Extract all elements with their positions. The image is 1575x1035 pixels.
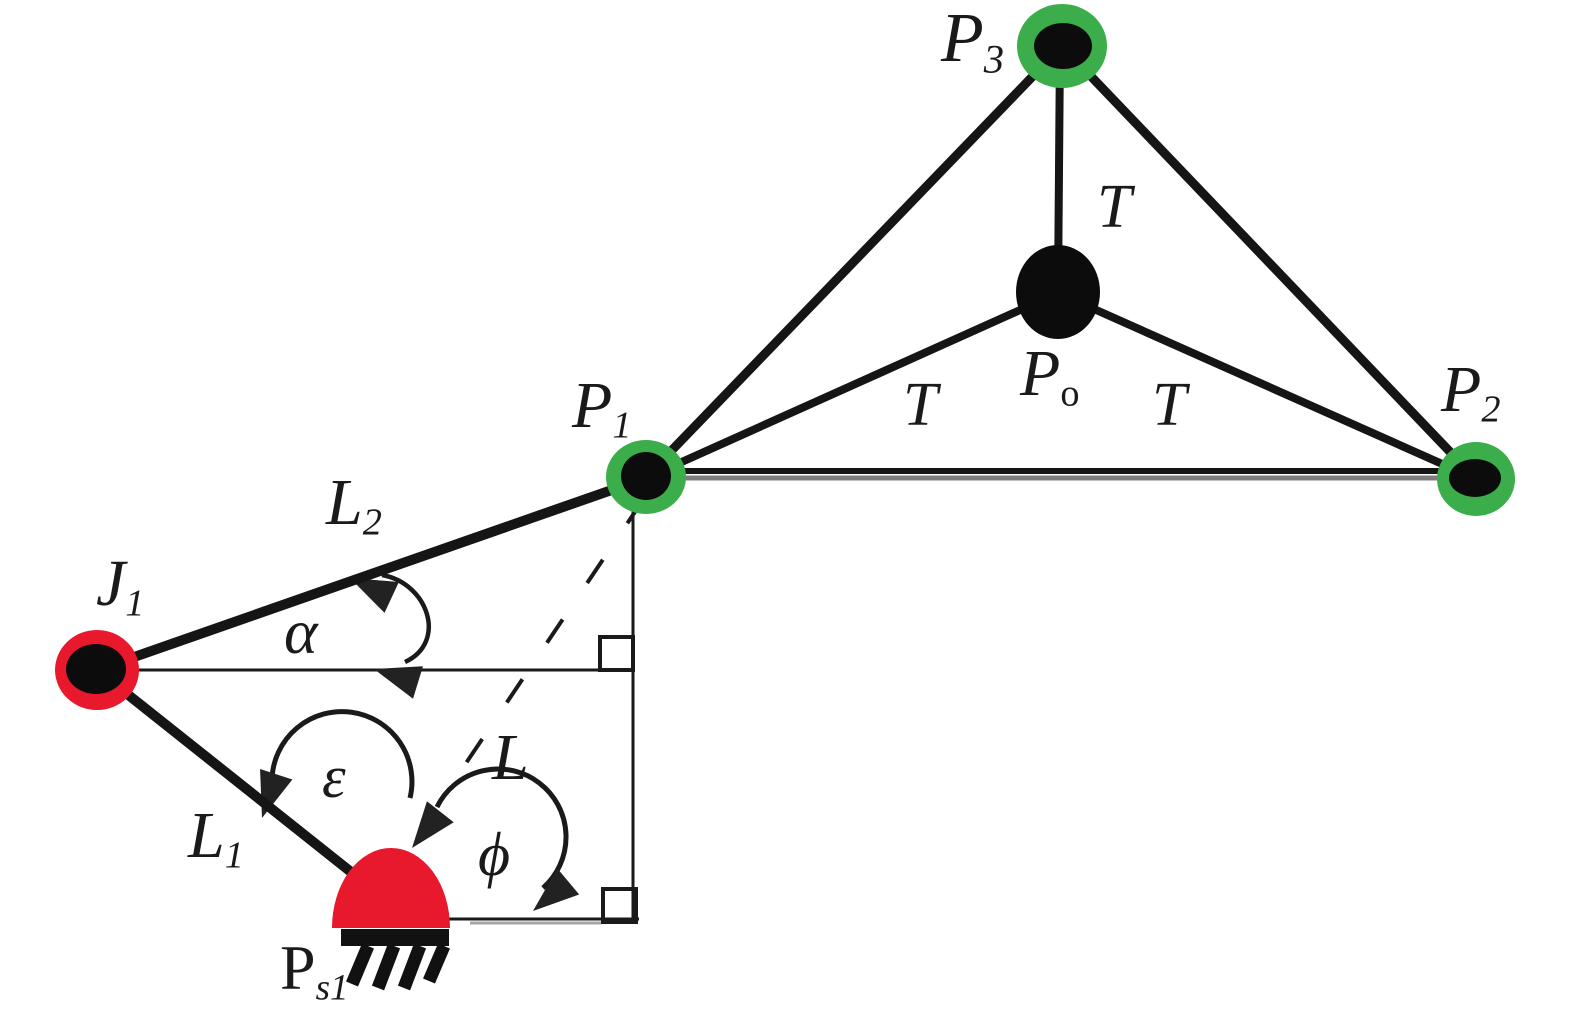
label-l1-sub: 1 [224, 834, 244, 877]
node-po [1016, 245, 1100, 339]
strut-po-p2 [1056, 289, 1478, 483]
label-p3-sub: 3 [983, 36, 1005, 82]
label-epsilon: ε [322, 747, 346, 807]
label-phi-main: ϕ [478, 821, 511, 889]
node-p1 [606, 440, 686, 514]
node-p3 [1017, 4, 1107, 88]
label-l2: L2 [326, 470, 382, 542]
label-p2-sub: 2 [1481, 388, 1501, 431]
label-t-top: T [1097, 176, 1131, 238]
node-j1 [55, 630, 139, 710]
node-ps1-ground [332, 848, 450, 991]
link-p1-p2 [652, 468, 1470, 481]
link-p3-p1 [642, 42, 1066, 481]
epsilon-angle-arc [269, 709, 415, 799]
right-angle-marker-lower [601, 887, 638, 924]
node-p2 [1437, 442, 1515, 516]
strut-po-p1 [644, 289, 1060, 482]
label-po-sub: o [1060, 372, 1080, 415]
label-ps1-sub: s1 [315, 967, 349, 1009]
label-l2-sub: 2 [362, 501, 382, 544]
phi-arrow-icon [533, 868, 580, 911]
epsilon-arrow-right-icon [412, 801, 454, 848]
label-t-left-main: T [903, 371, 938, 439]
link-l2-j1-p1 [95, 473, 648, 675]
label-alpha: α [284, 600, 318, 664]
phi-angle-arc [434, 766, 569, 890]
joints [55, 4, 1515, 710]
angle-arcs [269, 572, 569, 890]
reference-lines [97, 487, 639, 925]
ground-base-bar [341, 929, 449, 946]
label-j1-main: J [96, 547, 126, 620]
label-line-l-main: L [492, 721, 529, 794]
label-l2-main: L [326, 466, 363, 539]
alpha-arrow-lower-icon [374, 666, 423, 699]
label-epsilon-main: ε [322, 744, 346, 810]
alpha-angle-arc [381, 572, 432, 665]
label-l1: L1 [188, 803, 244, 875]
link-p3-p2 [1058, 42, 1480, 483]
label-t-top-main: T [1097, 173, 1132, 241]
label-ps1: Ps1 [280, 936, 349, 1007]
label-p2-main: P [1441, 353, 1482, 426]
label-line-l: L [492, 725, 529, 791]
label-p3: P3 [941, 4, 1004, 80]
dashed-line-L [456, 498, 645, 777]
label-p1-sub: 1 [612, 404, 632, 447]
ground-hatching-icon [346, 943, 450, 991]
label-l1-main: L [188, 799, 225, 872]
label-t-right-main: T [1152, 371, 1187, 439]
alpha-arrow-upper-icon [350, 578, 399, 613]
label-p3-main: P [941, 0, 984, 77]
label-phi: ϕ [478, 824, 510, 886]
label-p2: P2 [1441, 357, 1500, 429]
label-alpha-main: α [284, 596, 318, 667]
label-po: Po [1020, 341, 1079, 413]
label-j1: J1 [96, 551, 144, 623]
label-t-right: T [1152, 374, 1186, 436]
right-angle-marker-upper [598, 635, 635, 672]
rigid-links [93, 42, 1480, 907]
actuator-dome-ps1 [332, 848, 450, 928]
label-po-main: P [1020, 337, 1061, 410]
link-l1-j1-ps1 [93, 666, 394, 907]
label-p1-main: P [572, 369, 613, 442]
label-j1-sub: 1 [125, 582, 145, 625]
right-angle-markers [598, 635, 638, 924]
label-ps1-main: P [280, 932, 316, 1003]
label-p1: P1 [572, 373, 631, 445]
label-t-left: T [903, 374, 937, 436]
